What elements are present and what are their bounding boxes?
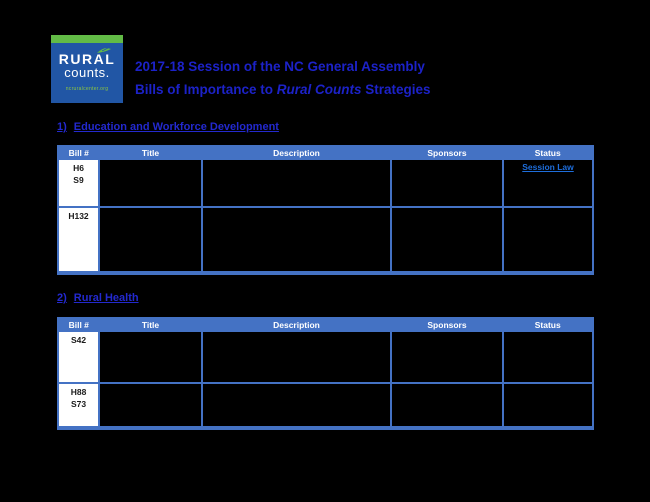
description-cell	[201, 206, 392, 274]
status-cell	[502, 330, 594, 384]
col-header-bill: Bill #	[57, 317, 100, 332]
bills-table-education: Bill # Title Description Sponsors Status…	[57, 145, 594, 275]
section-number: 2)	[57, 292, 67, 304]
logo-body: RURAL counts. ncruralcenter.org	[51, 43, 123, 103]
status-cell	[502, 206, 594, 274]
col-header-description: Description	[201, 317, 392, 332]
section-heading-text: Education and Workforce Development	[73, 121, 279, 133]
col-header-description: Description	[201, 145, 392, 160]
logo-green-bar	[51, 35, 123, 43]
logo-url: ncruralcenter.org	[65, 86, 109, 92]
section-number: 1)	[57, 121, 67, 133]
description-cell	[201, 158, 392, 208]
table-row: H132	[57, 206, 594, 274]
section-heading-text: Rural Health	[73, 292, 139, 304]
bill-number-cell: H6 S9	[57, 158, 100, 208]
col-header-status: Status	[502, 317, 594, 332]
table-row: H6 S9 Session Law	[57, 158, 594, 208]
sponsors-cell	[390, 206, 504, 274]
col-header-title: Title	[98, 145, 203, 160]
title-line-1: 2017-18 Session of the NC General Assemb…	[135, 59, 425, 74]
col-header-sponsors: Sponsors	[390, 317, 504, 332]
sponsors-cell	[390, 382, 504, 429]
section-heading-education-workforce: 1) Education and Workforce Development	[57, 121, 279, 133]
title-cell	[98, 206, 203, 274]
rural-counts-logo: RURAL counts. ncruralcenter.org	[51, 35, 123, 103]
table-header-row: Bill # Title Description Sponsors Status	[57, 145, 594, 160]
logo-word-counts: counts.	[64, 65, 110, 80]
table-header-row: Bill # Title Description Sponsors Status	[57, 317, 594, 332]
status-link[interactable]: Session Law	[522, 162, 574, 172]
logo-word-rural: RURAL	[58, 51, 116, 67]
col-header-sponsors: Sponsors	[390, 145, 504, 160]
title-italic-rural-counts: Rural Counts	[276, 82, 362, 97]
col-header-bill: Bill #	[57, 145, 100, 160]
table-row: H88 S73	[57, 382, 594, 429]
table-row: S42	[57, 330, 594, 384]
status-cell: Session Law	[502, 158, 594, 208]
status-cell	[502, 382, 594, 429]
title-cell	[98, 158, 203, 208]
sponsors-cell	[390, 330, 504, 384]
description-cell	[201, 330, 392, 384]
bill-number-cell: H132	[57, 206, 100, 274]
description-cell	[201, 382, 392, 429]
col-header-title: Title	[98, 317, 203, 332]
document-title: 2017-18 Session of the NC General Assemb…	[135, 55, 431, 101]
title-line-2: Bills of Importance to Rural Counts Stra…	[135, 82, 431, 97]
sponsors-cell	[390, 158, 504, 208]
title-cell	[98, 330, 203, 384]
leaf-icon	[97, 46, 111, 53]
col-header-status: Status	[502, 145, 594, 160]
bill-number-cell: S42	[57, 330, 100, 384]
bills-table-rural-health: Bill # Title Description Sponsors Status…	[57, 317, 594, 430]
bill-number-cell: H88 S73	[57, 382, 100, 429]
title-cell	[98, 382, 203, 429]
section-heading-rural-health: 2) Rural Health	[57, 292, 139, 304]
